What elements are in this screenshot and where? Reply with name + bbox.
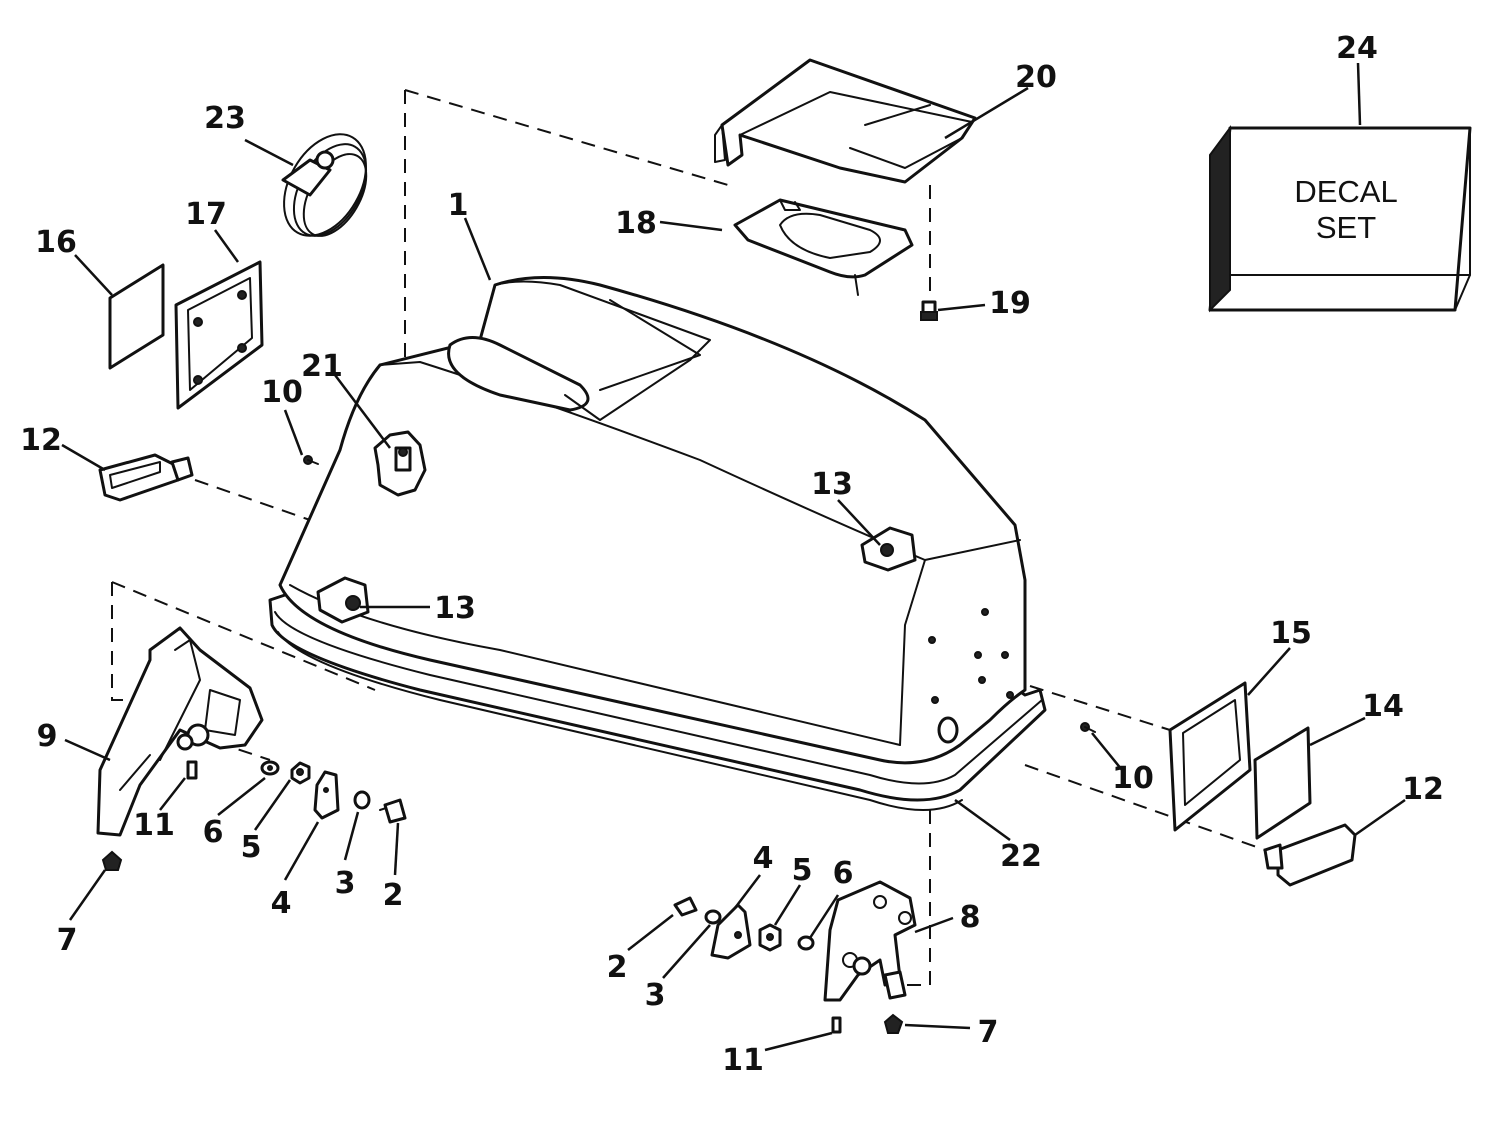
callout-12-right: 12 [1402,772,1444,807]
screw-10-right [1080,722,1096,733]
cable-assembly [281,133,368,237]
callout-11-left: 11 [133,808,175,843]
decal-square-16 [108,263,165,370]
callout-9: 9 [37,719,58,754]
callout-24: 24 [1336,31,1378,66]
callout-21: 21 [301,349,343,384]
nut-5-left [290,761,311,785]
callout-10-left: 10 [261,375,303,410]
callout-3-right: 3 [645,978,666,1013]
bolt-2-right [673,896,698,917]
callout-12-left: 12 [20,423,62,458]
nut-5-right [758,923,782,952]
bolt-2-left [379,798,407,824]
washer-6-right [797,935,815,951]
knob-7-left [101,850,123,871]
decal-box-line2: SET [1316,210,1376,245]
latch-bracket-9 [96,626,264,837]
callout-11-right: 11 [722,1043,764,1078]
callout-numbers: 1 2 2 3 3 4 4 5 5 6 6 7 7 8 9 10 10 11 1… [20,31,1444,1078]
knob-21 [373,430,427,497]
pin-11-right [831,1016,842,1034]
callout-4-right: 4 [753,841,774,876]
screw-10-left [303,455,319,465]
callout-13-upper: 13 [811,467,853,502]
callout-6-right: 6 [833,856,854,891]
decal-box-line1: DECAL [1294,174,1397,209]
callout-3-left: 3 [335,866,356,901]
callout-22: 22 [1000,839,1042,874]
callout-17: 17 [185,197,227,232]
gasket-15 [1168,681,1252,832]
callout-8: 8 [960,900,981,935]
engine-cover [268,276,1047,802]
callout-4-left: 4 [271,886,292,921]
screw-19 [920,300,938,321]
callout-19: 19 [989,286,1031,321]
callout-1: 1 [448,188,469,223]
washer-3-right [704,909,722,925]
pin-11-left [186,760,198,780]
callout-6-left: 6 [203,815,224,850]
callout-7-left: 7 [57,923,78,958]
callout-5-right: 5 [792,853,813,888]
top-cover-plate [714,58,977,184]
knob-7-right [883,1013,904,1034]
callout-14: 14 [1362,689,1404,724]
callout-15: 15 [1270,616,1312,651]
cover-holes [928,608,1014,744]
callout-10-right: 10 [1112,761,1154,796]
callout-18: 18 [615,206,657,241]
callout-7-right: 7 [978,1015,999,1050]
callout-20: 20 [1015,60,1057,95]
callout-23: 23 [204,101,246,136]
latch-bracket-8 [823,880,917,1002]
callout-2-right: 2 [607,950,628,985]
callout-5-left: 5 [241,830,262,865]
plate-4-left [313,770,340,820]
washer-6-left [260,760,280,776]
decal-set-box: DECAL SET [1208,124,1472,313]
latch-handle-right [1263,823,1357,887]
latch-handle-left [98,453,194,502]
gasket-17 [174,260,264,410]
washer-3-left [353,790,371,810]
handle-grip [733,198,914,296]
seal-strip-22 [277,631,963,811]
decal-square-14 [1253,726,1312,840]
grommet-13-lower [316,576,370,624]
callout-2-left: 2 [383,878,404,913]
callout-16: 16 [35,225,77,260]
leader-lines [61,62,1406,1052]
callout-13-lower: 13 [434,591,476,626]
alignment-lines [111,89,1266,986]
